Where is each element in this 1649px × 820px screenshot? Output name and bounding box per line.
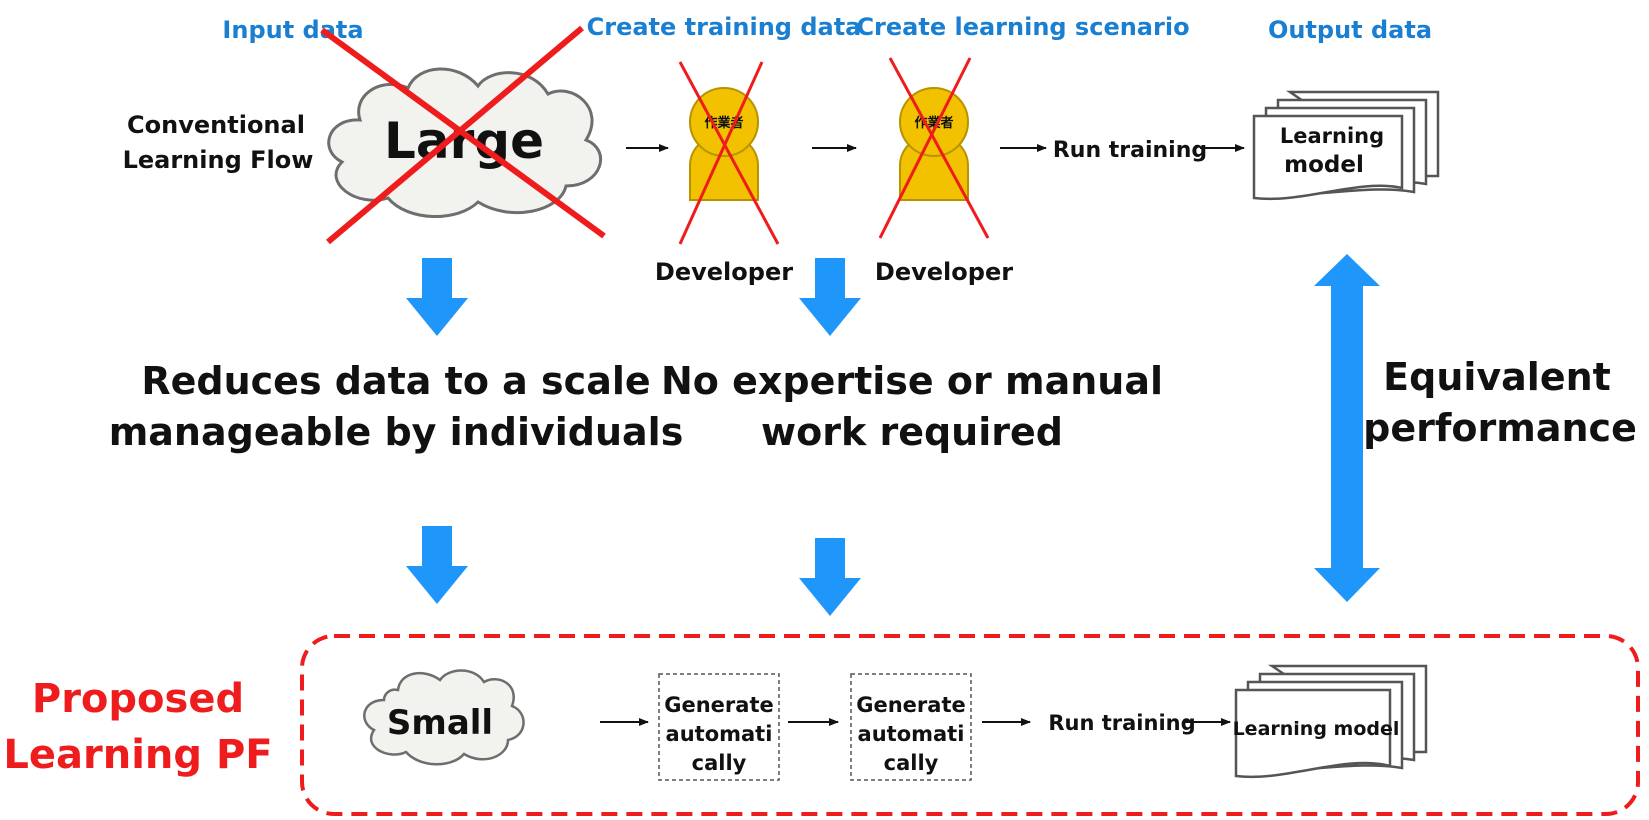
developer-icon: [899, 87, 969, 201]
benefit-data-scale-line2: manageable by individuals: [109, 410, 684, 454]
benefit-no-expertise-line1: No expertise or manual: [661, 359, 1163, 403]
generate-box-line2: automati: [666, 722, 773, 746]
run-training-label: Run training: [1048, 711, 1195, 735]
benefit-equivalent-line1: Equivalent: [1383, 355, 1611, 399]
small-data-cloud: [363, 669, 525, 766]
small-cloud-label: Small: [387, 703, 493, 743]
benefit-equivalent-line2: performance: [1363, 406, 1637, 450]
run-training-label: Run training: [1053, 138, 1207, 163]
benefit-no-expertise-line2: work required: [761, 410, 1063, 454]
generate-box-line2: automati: [858, 722, 965, 746]
learning-model-label-line1: Learning: [1280, 124, 1384, 148]
learning-model-label: Learning model: [1233, 718, 1400, 740]
developer-cross-icon: [678, 61, 780, 245]
header-output-data: Output data: [1268, 16, 1432, 44]
down-arrow-icon: [406, 526, 468, 604]
generate-box-line1: Generate: [856, 693, 965, 717]
proposed-label-line2: Learning PF: [3, 732, 272, 778]
large-data-cloud: [327, 67, 603, 218]
benefit-data-scale-line1: Reduces data to a scale: [141, 359, 650, 403]
header-input-data: Input data: [222, 16, 363, 44]
developer-label: Developer: [655, 258, 793, 286]
learning-model-document-icon: [1234, 664, 1428, 779]
generate-scenario-box: [850, 673, 972, 781]
generate-box-line3: cally: [884, 751, 939, 775]
down-arrow-icon: [406, 258, 468, 336]
large-cloud-label: Large: [384, 112, 544, 170]
generate-box-line1: Generate: [664, 693, 773, 717]
header-create-learning-scenario: Create learning scenario: [856, 13, 1189, 41]
conventional-label-line1: Conventional: [127, 111, 305, 139]
learning-model-label-line2: model: [1284, 152, 1364, 178]
large-cross-icon: [320, 25, 606, 245]
generate-box-line3: cally: [692, 751, 747, 775]
proposed-platform-frame: [300, 634, 1640, 816]
learning-model-document-icon: [1252, 90, 1440, 201]
proposed-label-line1: Proposed: [32, 676, 244, 722]
down-arrow-icon: [799, 538, 861, 616]
down-arrow-icon: [799, 258, 861, 336]
developer-label: Developer: [875, 258, 1013, 286]
conventional-label-line2: Learning Flow: [123, 146, 314, 174]
double-arrow-icon: [1314, 254, 1380, 602]
header-create-training-data: Create training data: [587, 13, 862, 41]
generate-training-data-box: [658, 673, 780, 781]
developer-cross-icon: [878, 57, 990, 239]
